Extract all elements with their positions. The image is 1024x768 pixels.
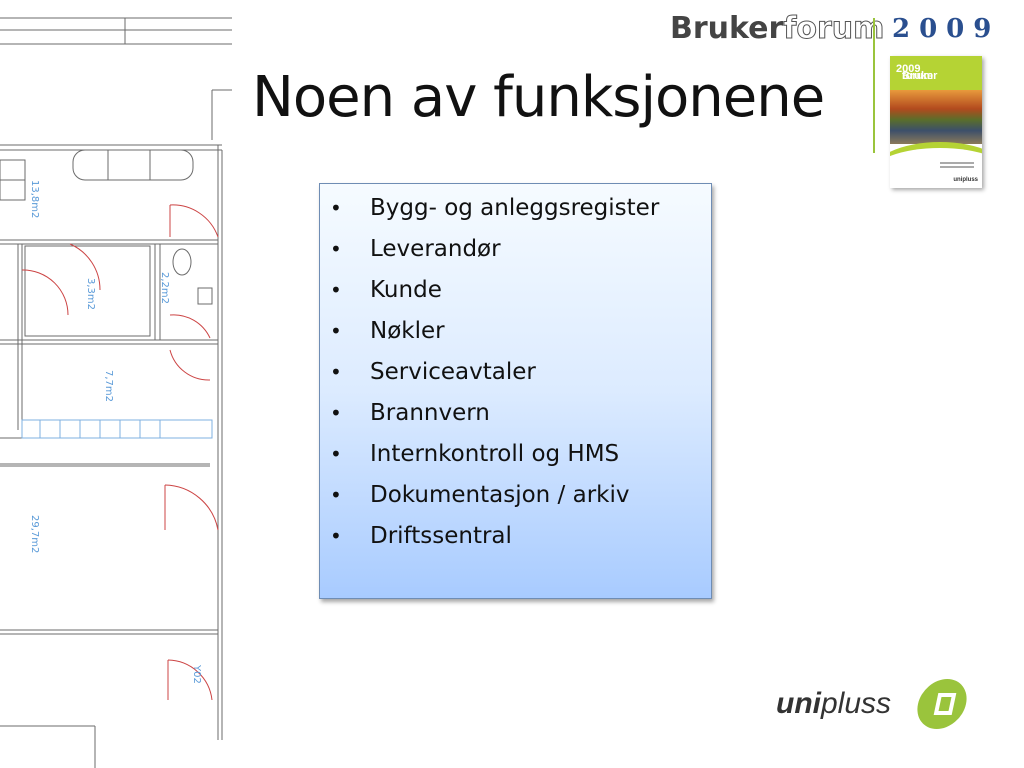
cover-text-lines [940, 162, 974, 164]
cover-arc [890, 142, 982, 188]
cover-photo [890, 90, 982, 144]
list-item: • Internkontroll og HMS [320, 438, 711, 479]
unipluss-wordmark: unipluss [776, 687, 891, 721]
bullet-icon: • [330, 319, 342, 343]
bullet-icon: • [330, 237, 342, 261]
header-divider [873, 18, 875, 153]
cover-title-part1: Bruker [902, 70, 938, 82]
list-item-label: Driftssentral [370, 523, 512, 549]
list-item: • Dokumentasjon / arkiv [320, 479, 711, 520]
unipluss-wordmark-part1: uni [776, 687, 821, 720]
room-label: 2,2m2 [159, 272, 170, 304]
brukerforum-logo-part1: Bruker [670, 11, 784, 46]
floor-plan-background: 13,8m2 3,3m2 2,2m2 7,7m2 29,7m2 Y02 [0, 17, 232, 768]
list-item-label: Internkontroll og HMS [370, 441, 620, 467]
bullet-icon: • [330, 442, 342, 466]
bullet-icon: • [330, 360, 342, 384]
list-item-label: Serviceavtaler [370, 359, 536, 385]
list-item-label: Bygg- og anleggsregister [370, 195, 660, 221]
header-year: 2009 [892, 14, 1001, 44]
brukerforum-logo: Brukerforum [670, 11, 885, 46]
list-item: • Bygg- og anleggsregister [320, 192, 711, 233]
cover-year: 2009 [896, 63, 921, 75]
cover-brand: unipluss [953, 177, 978, 183]
bullet-icon: • [330, 196, 342, 220]
room-label: 13,8m2 [29, 180, 40, 218]
slide-title: Noen av funksjonene [252, 65, 825, 130]
cover-title-part2: forum [902, 70, 934, 82]
bullet-icon: • [330, 278, 342, 302]
bullet-icon: • [330, 401, 342, 425]
bullet-icon: • [330, 483, 342, 507]
list-item: • Serviceavtaler [320, 356, 711, 397]
list-item-label: Leverandør [370, 236, 501, 262]
list-item-label: Nøkler [370, 318, 445, 344]
room-label: 3,3m2 [85, 278, 96, 310]
list-item-label: Brannvern [370, 400, 490, 426]
bullet-icon: • [330, 524, 342, 548]
list-item-label: Kunde [370, 277, 442, 303]
functions-list: • Bygg- og anleggsregister • Leverandør • K… [320, 184, 711, 561]
functions-list-box: • Bygg- og anleggsregister • Leverandør • K… [319, 183, 712, 599]
brukerforum-logo-part2: forum [783, 11, 885, 46]
list-item: • Leverandør [320, 233, 711, 274]
list-item: • Kunde [320, 274, 711, 315]
room-label: 7,7m2 [103, 370, 114, 402]
room-label: Y02 [191, 664, 202, 684]
room-label: 29,7m2 [29, 515, 40, 553]
list-item: • Driftssentral [320, 520, 711, 561]
unipluss-mark-icon [912, 679, 972, 729]
unipluss-wordmark-part2: pluss [821, 687, 892, 720]
list-item: • Nøkler [320, 315, 711, 356]
list-item-label: Dokumentasjon / arkiv [370, 482, 630, 508]
unipluss-logo: unipluss [776, 677, 972, 735]
list-item: • Brannvern [320, 397, 711, 438]
